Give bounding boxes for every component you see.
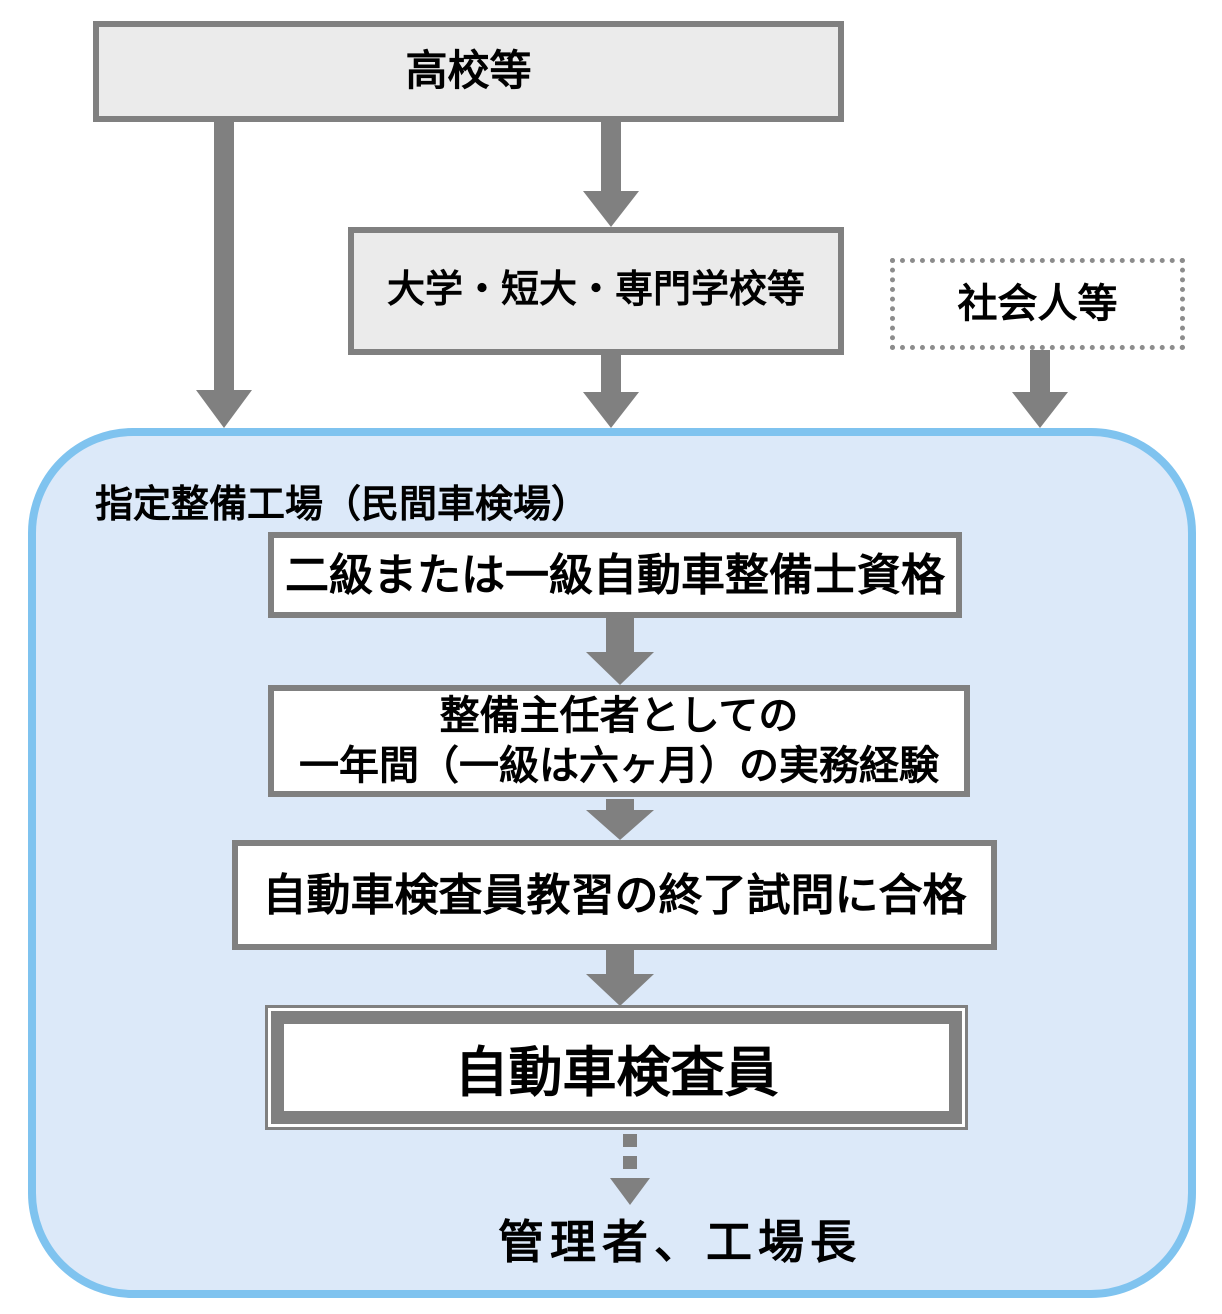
experience-box: 整備主任者としての 一年間（一級は六ヶ月）の実務経験 (268, 685, 970, 797)
dashed-arrow-inspector-to-manager (610, 1134, 650, 1206)
arrow-highschool-to-factory (196, 122, 252, 428)
arrow-head (586, 652, 654, 685)
experience-label-line1: 整備主任者としての (439, 694, 799, 738)
arrow-shaft (1030, 350, 1050, 392)
arrow-shaft (606, 950, 634, 974)
qualification-box: 二級または一級自動車整備士資格 (268, 532, 962, 618)
college-box: 大学・短大・専門学校等 (348, 227, 844, 355)
inspector-label: 自動車検査員 (454, 1043, 779, 1103)
qualification-label: 二級または一級自動車整備士資格 (285, 550, 945, 600)
arrow-head (583, 191, 639, 227)
arrow-head (610, 1178, 650, 1205)
dash-segment (623, 1134, 637, 1147)
arrow-shaft (601, 122, 621, 191)
dash-segment (623, 1156, 637, 1169)
inspector-box-inner: 自動車検査員 (271, 1011, 962, 1124)
arrow-shaft (214, 122, 234, 390)
arrow-shaft (606, 618, 634, 652)
arrow-head (586, 974, 654, 1006)
exam-box: 自動車検査員教習の終了試問に合格 (232, 840, 997, 950)
experience-label-line2: 一年間（一級は六ヶ月）の実務経験 (299, 744, 939, 788)
arrow-shaft (601, 355, 621, 392)
arrow-adult-to-factory (1012, 350, 1068, 428)
adult-label: 社会人等 (957, 282, 1118, 326)
arrow-head (196, 390, 252, 428)
manager-label: 管理者、工場長 (498, 1216, 862, 1268)
arrow-highschool-to-college (583, 122, 639, 227)
arrow-exam-to-inspector (586, 950, 654, 1006)
arrow-college-to-factory (583, 355, 639, 428)
inspector-box: 自動車検査員 (265, 1005, 968, 1130)
arrow-head (1012, 392, 1068, 428)
arrow-head (583, 392, 639, 428)
arrow-qualification-to-experience (586, 618, 654, 685)
arrow-experience-to-exam (586, 799, 654, 840)
factory-label: 指定整備工場（民間車検場） (95, 484, 590, 526)
highschool-label: 高校等 (405, 47, 532, 95)
college-label: 大学・短大・専門学校等 (386, 269, 805, 312)
arrow-shaft (606, 799, 634, 810)
adult-box: 社会人等 (890, 258, 1185, 350)
highschool-box: 高校等 (93, 21, 844, 122)
exam-label: 自動車検査員教習の終了試問に合格 (262, 870, 967, 920)
arrow-head (586, 810, 654, 840)
